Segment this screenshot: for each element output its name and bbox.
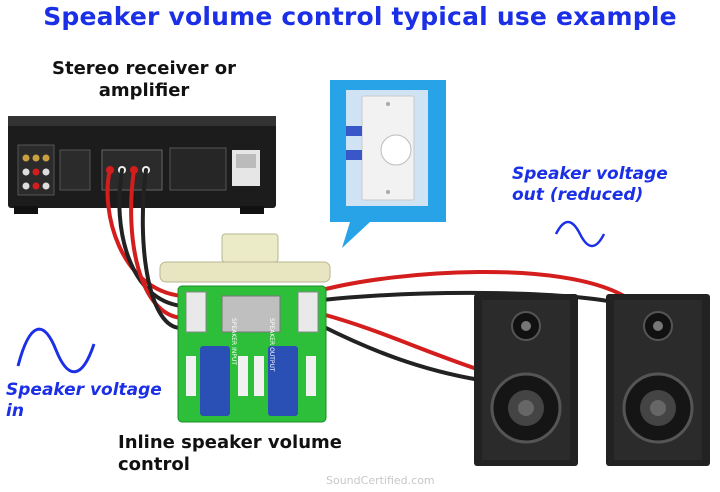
- voltage-in-label: Speaker voltage in: [6, 380, 162, 421]
- board-output-label: SPEAKER OUTPUT: [268, 318, 275, 372]
- speaker-left: [474, 294, 578, 466]
- speaker-wires: [105, 168, 626, 382]
- mounting-bracket: [159, 233, 331, 283]
- voltage-out-label: Speaker voltage out (reduced): [512, 164, 668, 205]
- page-title: Speaker volume control typical use examp…: [43, 2, 677, 31]
- waveform-out-icon: [554, 220, 606, 248]
- volume-control-board: SPEAKER INPUT SPEAKER OUTPUT: [177, 285, 327, 423]
- receiver-image: [8, 116, 276, 214]
- board-input-label: SPEAKER INPUT: [230, 318, 237, 365]
- receiver-label: Stereo receiver or amplifier: [52, 58, 236, 101]
- waveform-in-icon: [16, 327, 96, 374]
- callout-bubble: [330, 80, 446, 248]
- speaker-right: [606, 294, 710, 466]
- watermark: SoundCertified.com: [326, 474, 435, 487]
- volume-control-label: Inline speaker volume control: [118, 432, 342, 475]
